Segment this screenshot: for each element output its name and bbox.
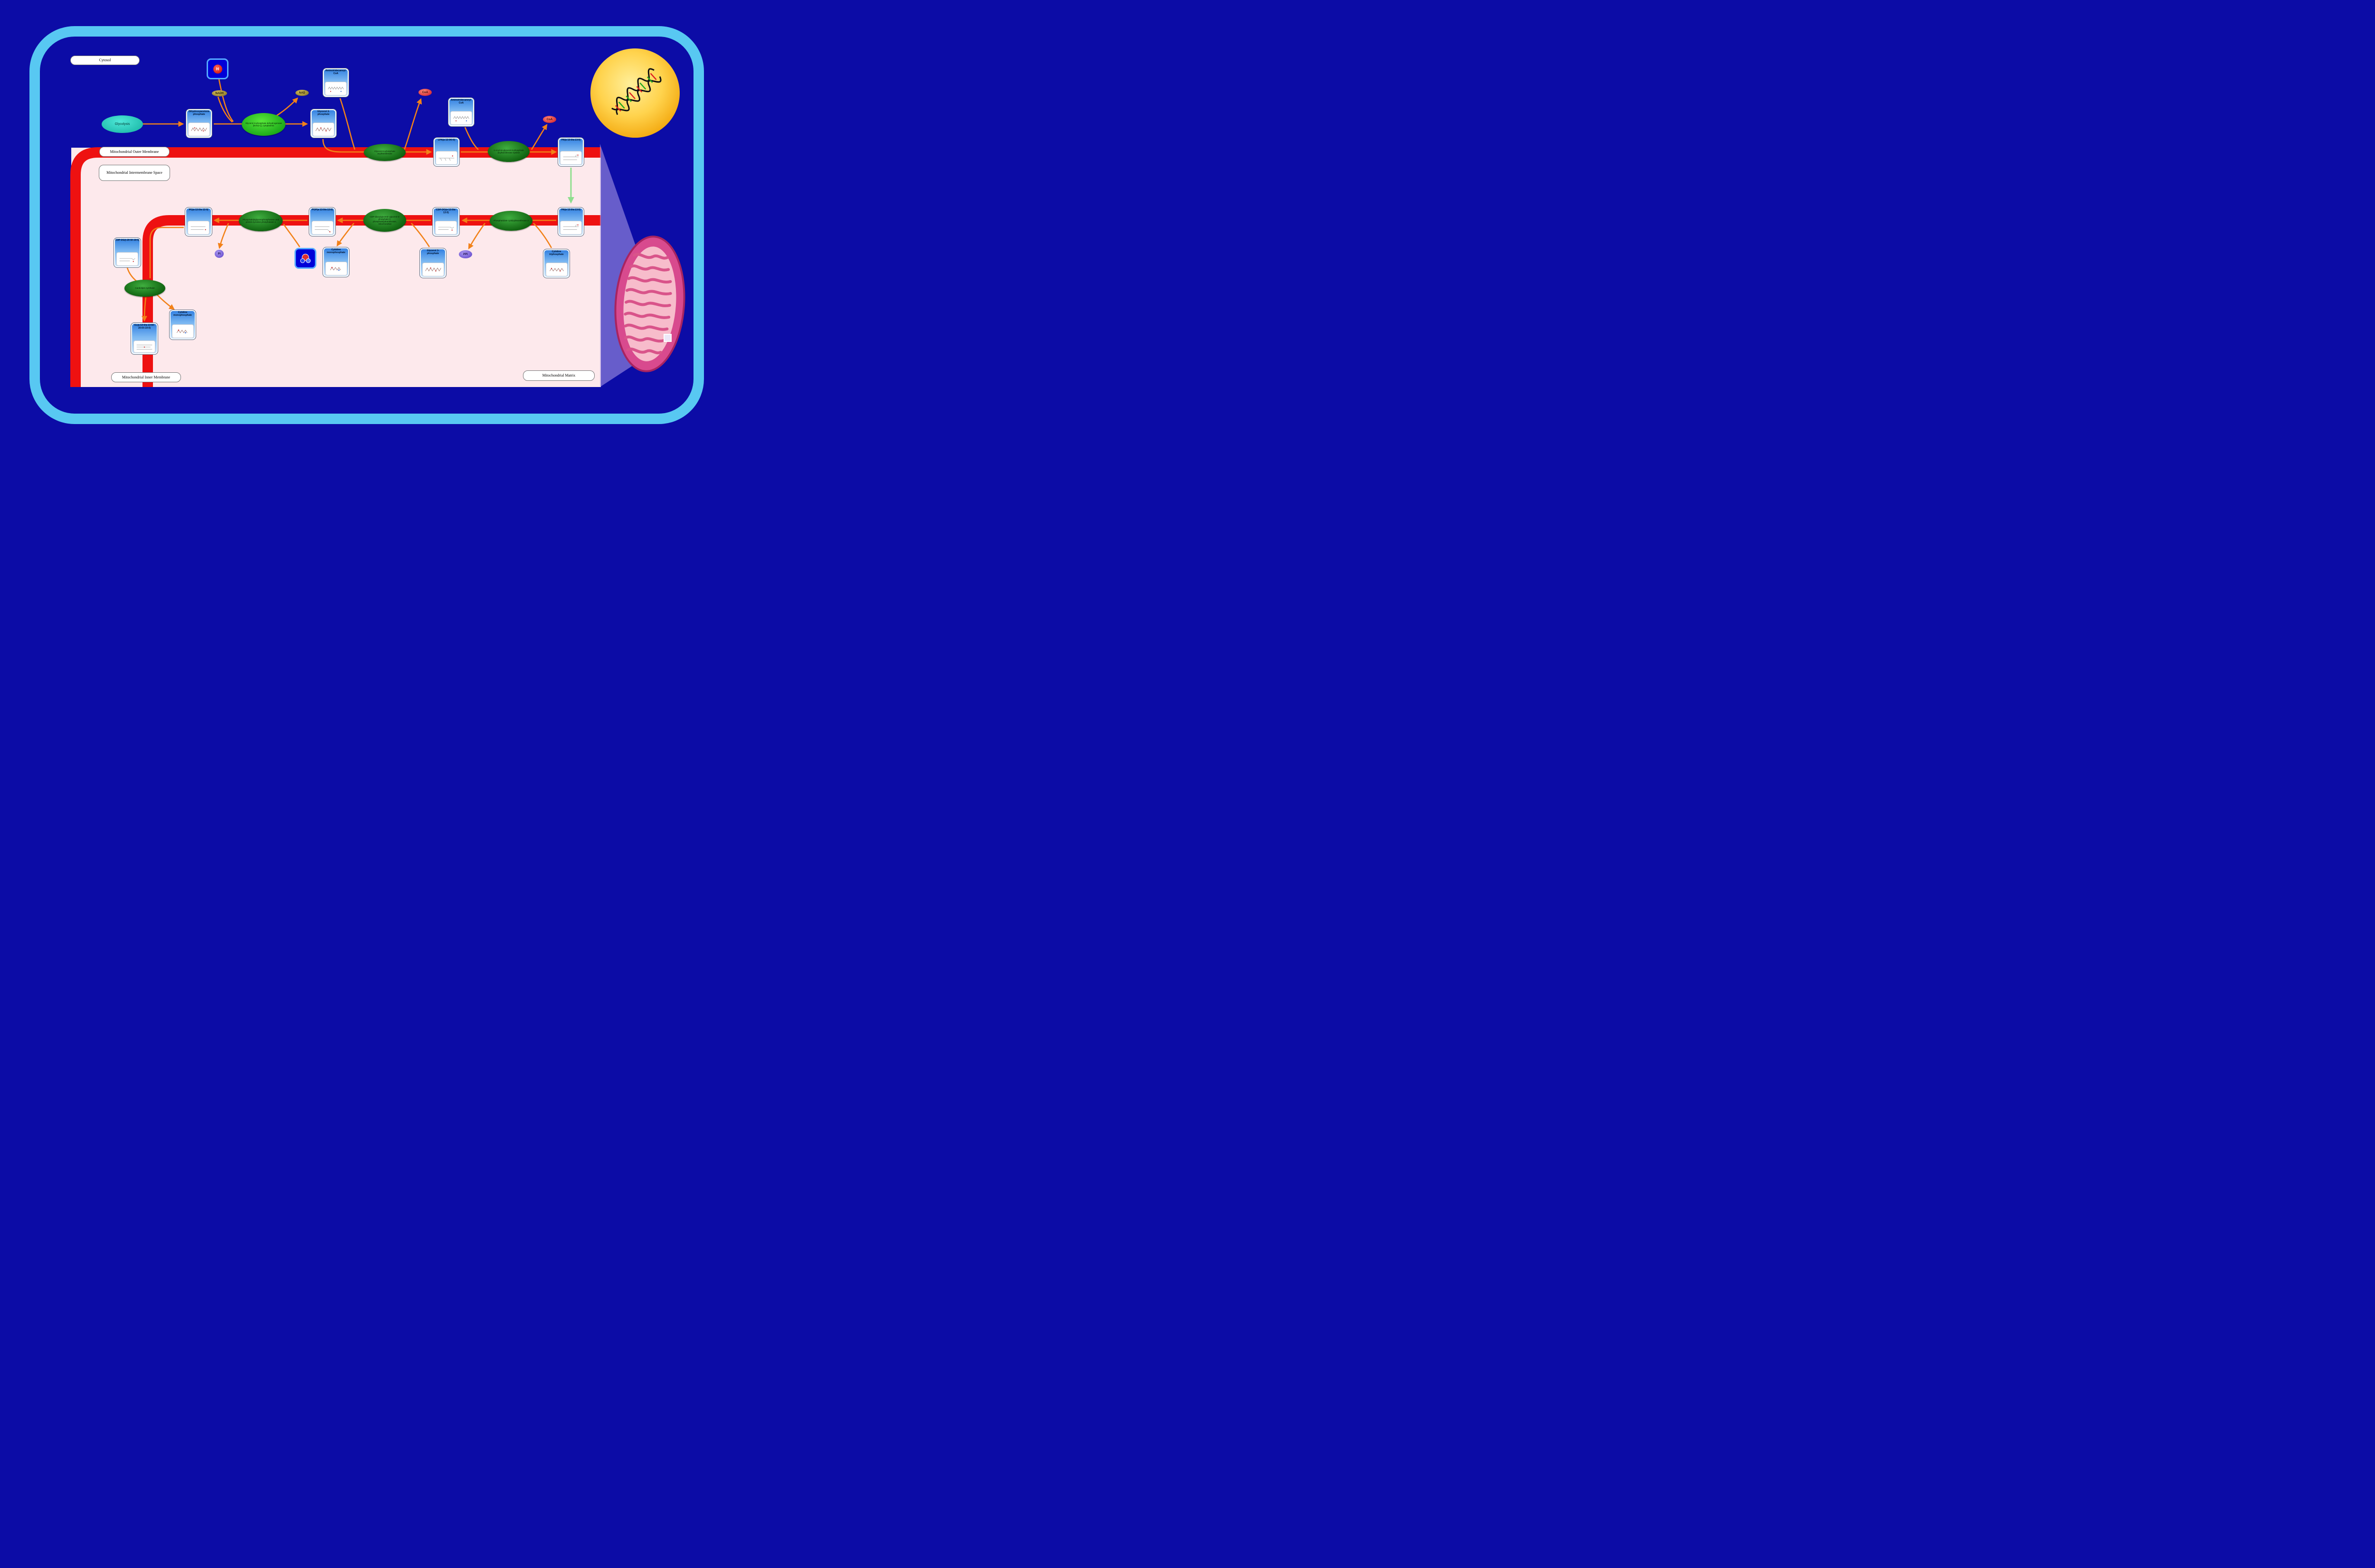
- structure-thumbnail: [560, 151, 582, 165]
- label-cytosol: Cytosol: [70, 56, 140, 65]
- cofactor-nadh[interactable]: NADH: [212, 90, 227, 96]
- structure-thumbnail: [171, 324, 194, 338]
- metabolite-cl[interactable]: CL(a-13:0/a-13:0/i-20:0/i-19:0): [131, 322, 158, 355]
- pathway-diagram: Cytosol Mitochondrial Outer Membrane Mit…: [0, 0, 734, 449]
- structure-thumbnail: [133, 340, 155, 353]
- cofactor-coa-2[interactable]: CoA: [543, 116, 556, 123]
- metabolite-ctp[interactable]: Cytidine triphosphate: [543, 249, 570, 278]
- metabolite-cdp-dg-i[interactable]: CDP-DG(i-20:0/i-19:0): [114, 237, 141, 268]
- cofactor-h2o[interactable]: [294, 248, 316, 269]
- metabolite-aminotridecanoyl-coa-2[interactable]: Aminotridecanoyl-CoA: [448, 97, 475, 127]
- structure-thumbnail: [436, 151, 457, 165]
- metabolite-cdp-dg-a[interactable]: CDP-DG(a-13:0/a-13:0): [432, 207, 460, 236]
- structure-thumbnail: [325, 262, 347, 275]
- metabolite-pa-inner[interactable]: PA(a-13:0/a-13:0): [558, 207, 584, 236]
- label-matrix: Mitochondrial Matrix: [523, 370, 595, 381]
- metabolite-lpa[interactable]: LPA(a-13:0/0:0): [433, 137, 460, 167]
- metabolite-pg[interactable]: PG(a-13:0/a-13:0): [185, 207, 212, 236]
- metabolite-g3p-matrix[interactable]: Glycerol 3-phosphate: [419, 248, 446, 278]
- water-molecule-icon: [300, 254, 311, 263]
- enzyme-ptpmt1[interactable]: Phosphatidylglycerophosphatase and prote…: [239, 210, 283, 231]
- metabolite-pa-outer[interactable]: PA(a-13:0/a-13:0): [558, 137, 584, 167]
- metabolite-cmp-1[interactable]: Cytidine monophosphate: [323, 247, 350, 277]
- metabolite-g3p-cytosol[interactable]: Glycerol 3-phosphate: [310, 109, 337, 138]
- structure-thumbnail: [450, 111, 472, 125]
- cofactor-coa-1[interactable]: CoA: [418, 89, 432, 96]
- structure-thumbnail: [435, 221, 457, 235]
- structure-thumbnail: [560, 221, 582, 235]
- enzyme-phosphatidate-cytidylyltransferase[interactable]: Phosphatidate cytidylyltransferase 2: [490, 211, 532, 231]
- structure-thumbnail: [311, 221, 333, 235]
- metabolite-aminotridecanoyl-coa-1[interactable]: Aminotridecanoyl-CoA: [323, 68, 349, 97]
- structure-thumbnail: [313, 123, 334, 136]
- enzyme-pgs1[interactable]: CDP-diacylglycerol--glycerol-3-phosphate…: [363, 209, 406, 232]
- cofactor-ppi[interactable]: PPi: [459, 250, 472, 258]
- enzyme-agpat-epsilon[interactable]: 1-Acyl-sn-glycerol-3-phosphate acyltrans…: [488, 141, 530, 162]
- structure-thumbnail: [545, 263, 568, 276]
- structure-thumbnail: [188, 221, 209, 235]
- structure-thumbnail: [116, 252, 138, 266]
- structure-thumbnail: [188, 123, 210, 136]
- metabolite-pgp[interactable]: PGP(a-13:0/a-13:0): [309, 207, 336, 236]
- cofactor-pi[interactable]: Pi: [215, 250, 224, 258]
- label-intermembrane-space: Mitochondrial Intermembrane Space: [99, 165, 170, 181]
- enzyme-g3p-acyltransferase[interactable]: Glycerol-3-phosphate acyltransferase: [364, 144, 406, 161]
- cofactor-h-plus[interactable]: H: [207, 58, 228, 79]
- structure-thumbnail: [325, 82, 347, 95]
- structure-thumbnail: [422, 263, 444, 276]
- label-outer-membrane: Mitochondrial Outer Membrane: [99, 147, 170, 157]
- pathway-link-glycolysis[interactable]: Glycolysis: [102, 115, 143, 133]
- metabolite-dhap[interactable]: Dihydroxyacetone phosphate: [186, 109, 212, 138]
- enzyme-g3p-dehydrogenase[interactable]: Glycerol-3-phosphate dehydrogenase [NAD(…: [242, 113, 285, 136]
- cofactor-nad[interactable]: NAD: [295, 90, 309, 96]
- label-inner-membrane: Mitochondrial Inner Membrane: [111, 372, 181, 382]
- metabolite-cmp-2[interactable]: Cytidine monophosphate: [169, 310, 196, 340]
- h-plus-icon: H: [213, 64, 222, 74]
- enzyme-cardiolipin-synthase[interactable]: Cardiolipin synthase: [124, 280, 165, 297]
